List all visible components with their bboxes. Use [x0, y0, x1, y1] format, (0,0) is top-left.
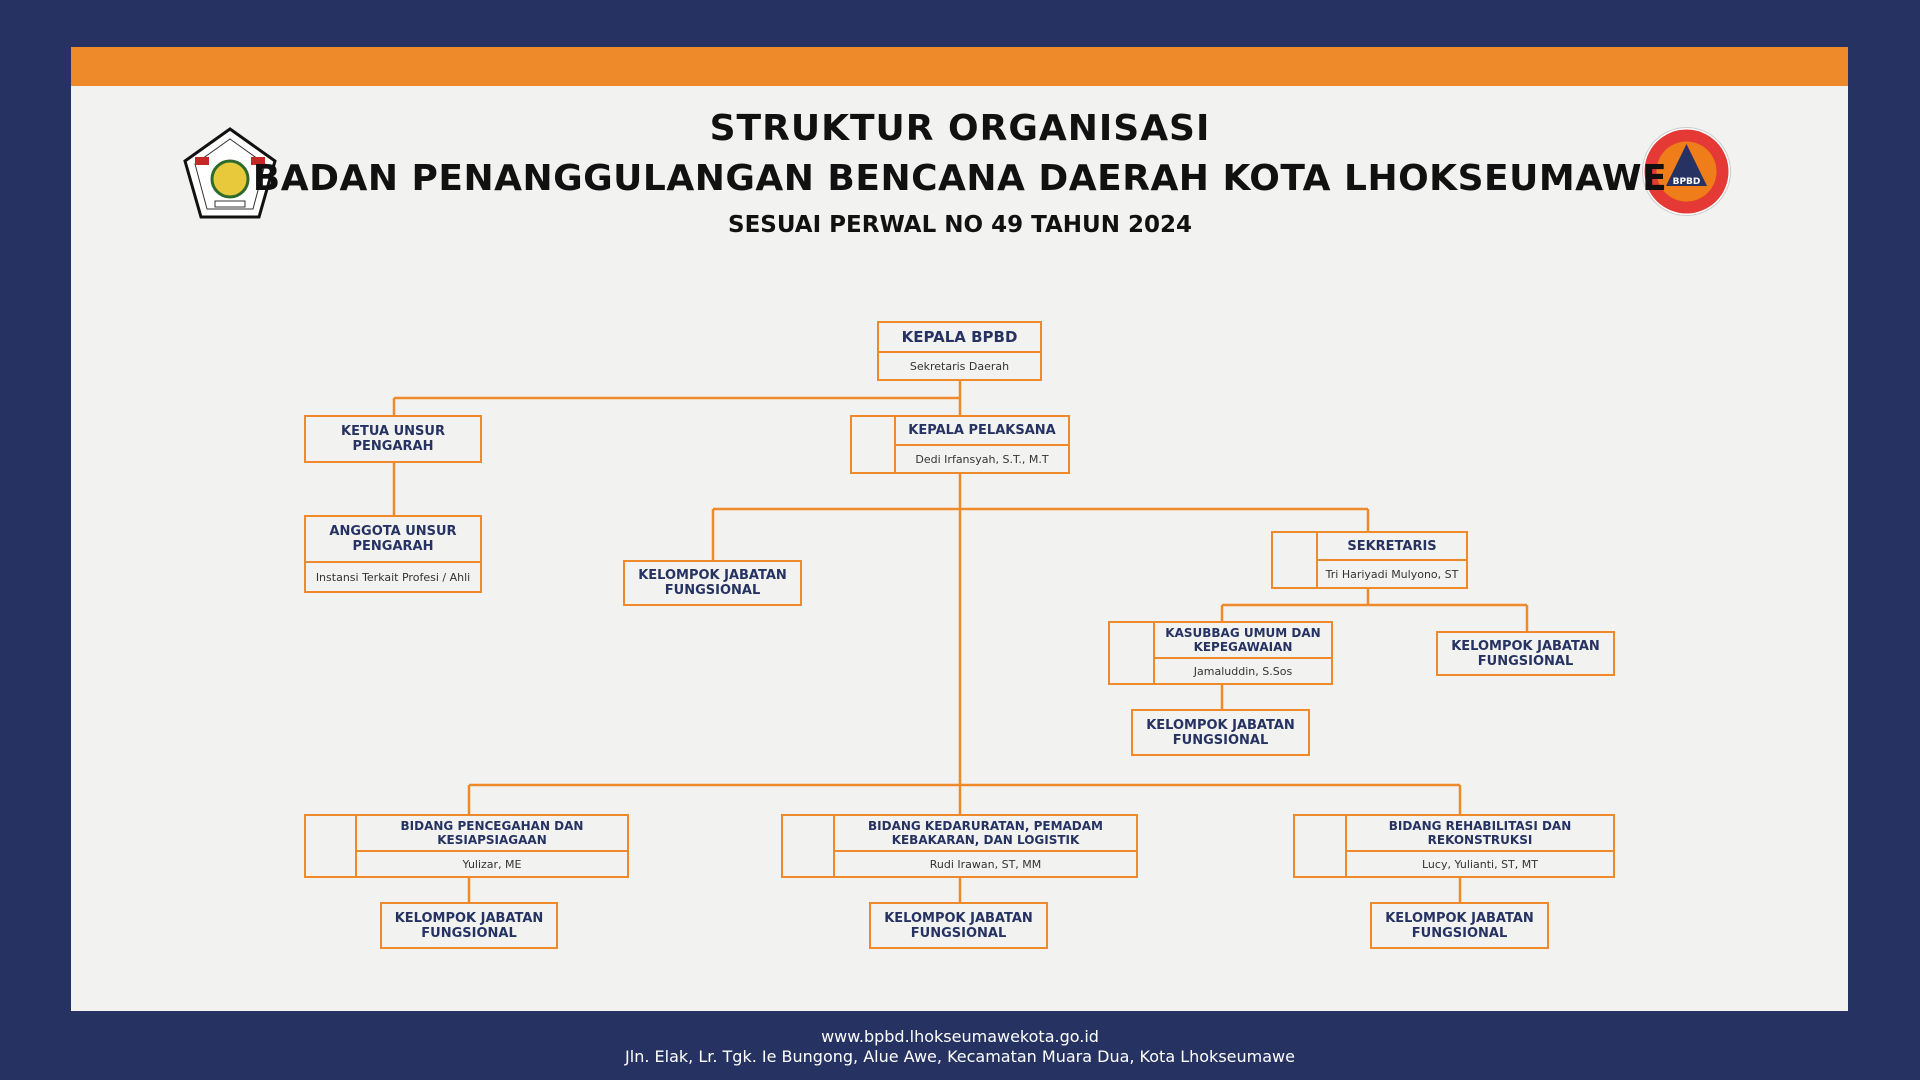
sekretaris-title: SEKRETARIS [1347, 538, 1437, 554]
bidang-title: BIDANG KEDARURATAN, PEMADAM KEBAKARAN, D… [868, 819, 1103, 847]
city-emblem-logo [183, 127, 277, 219]
kjf-title: KELOMPOK JABATAN FUNGSIONAL [1146, 717, 1295, 748]
bidang-name: Yulizar, ME [357, 850, 627, 876]
bidang-box: BIDANG KEDARURATAN, PEMADAM KEBAKARAN, D… [781, 814, 1138, 878]
kjf-box: KELOMPOK JABATAN FUNGSIONAL [1370, 902, 1549, 949]
bidang-title: BIDANG PENCEGAHAN DAN KESIAPSIAGAAN [400, 819, 584, 847]
bidang-name: Lucy, Yulianti, ST, MT [1347, 850, 1613, 876]
footer-address: Jln. Elak, Lr. Tgk. Ie Bungong, Alue Awe… [625, 1047, 1295, 1066]
anggota-name: Instansi Terkait Profesi / Ahli [306, 561, 480, 591]
kepala-pelaksana-name: Dedi Irfansyah, S.T., M.T [896, 444, 1068, 472]
kepala-bpbd-box: KEPALA BPBD Sekretaris Daerah [877, 321, 1042, 381]
orange-header-bar [71, 47, 1848, 86]
sekretaris-box: SEKRETARIS Tri Hariyadi Mulyono, ST [1271, 531, 1468, 589]
kjf-box: KELOMPOK JABATAN FUNGSIONAL [380, 902, 558, 949]
bidang-box: BIDANG REHABILITASI DAN REKONSTRUKSI Luc… [1293, 814, 1615, 878]
title-line-3: SESUAI PERWAL NO 49 TAHUN 2024 [728, 212, 1192, 238]
kasubbag-name: Jamaluddin, S.Sos [1155, 657, 1331, 683]
kjf-box: KELOMPOK JABATAN FUNGSIONAL [1436, 631, 1615, 676]
bidang-box: BIDANG PENCEGAHAN DAN KESIAPSIAGAAN Yuli… [304, 814, 629, 878]
title-line-2: BADAN PENANGGULANGAN BENCANA DAERAH KOTA… [252, 158, 1668, 199]
sekretaris-name: Tri Hariyadi Mulyono, ST [1318, 559, 1466, 587]
kjf-title: KELOMPOK JABATAN FUNGSIONAL [1385, 910, 1534, 941]
kjf-box: KELOMPOK JABATAN FUNGSIONAL [1131, 709, 1310, 756]
svg-text:BPBD: BPBD [1673, 177, 1701, 187]
kepala-bpbd-title: KEPALA BPBD [901, 327, 1018, 346]
kepala-pelaksana-title: KEPALA PELAKSANA [908, 423, 1056, 438]
kasubbag-box: KASUBBAG UMUM DAN KEPEGAWAIAN Jamaluddin… [1108, 621, 1333, 685]
ketua-title: KETUA UNSUR PENGARAH [341, 424, 445, 454]
ketua-box: KETUA UNSUR PENGARAH [304, 415, 482, 463]
kjf-box: KELOMPOK JABATAN FUNGSIONAL [869, 902, 1048, 949]
kjf-title: KELOMPOK JABATAN FUNGSIONAL [394, 910, 544, 941]
bidang-name: Rudi Irawan, ST, MM [835, 850, 1136, 876]
anggota-title: ANGGOTA UNSUR PENGARAH [329, 524, 457, 554]
bpbd-logo: BPBD [1642, 127, 1731, 216]
kjf-title: KELOMPOK JABATAN FUNGSIONAL [884, 910, 1033, 941]
anggota-box: ANGGOTA UNSUR PENGARAH Instansi Terkait … [304, 515, 482, 593]
footer-website[interactable]: www.bpbd.lhokseumawekota.go.id [821, 1027, 1099, 1046]
kjf-title: KELOMPOK JABATAN FUNGSIONAL [1451, 638, 1600, 669]
kepala-bpbd-name: Sekretaris Daerah [879, 351, 1040, 379]
kasubbag-title: KASUBBAG UMUM DAN KEPEGAWAIAN [1165, 626, 1321, 654]
kepala-pelaksana-box: KEPALA PELAKSANA Dedi Irfansyah, S.T., M… [850, 415, 1070, 474]
kjf-title: KELOMPOK JABATAN FUNGSIONAL [638, 568, 787, 598]
title-line-1: STRUKTUR ORGANISASI [709, 108, 1211, 149]
kjf-box: KELOMPOK JABATAN FUNGSIONAL [623, 560, 802, 606]
bidang-title: BIDANG REHABILITASI DAN REKONSTRUKSI [1388, 819, 1572, 847]
